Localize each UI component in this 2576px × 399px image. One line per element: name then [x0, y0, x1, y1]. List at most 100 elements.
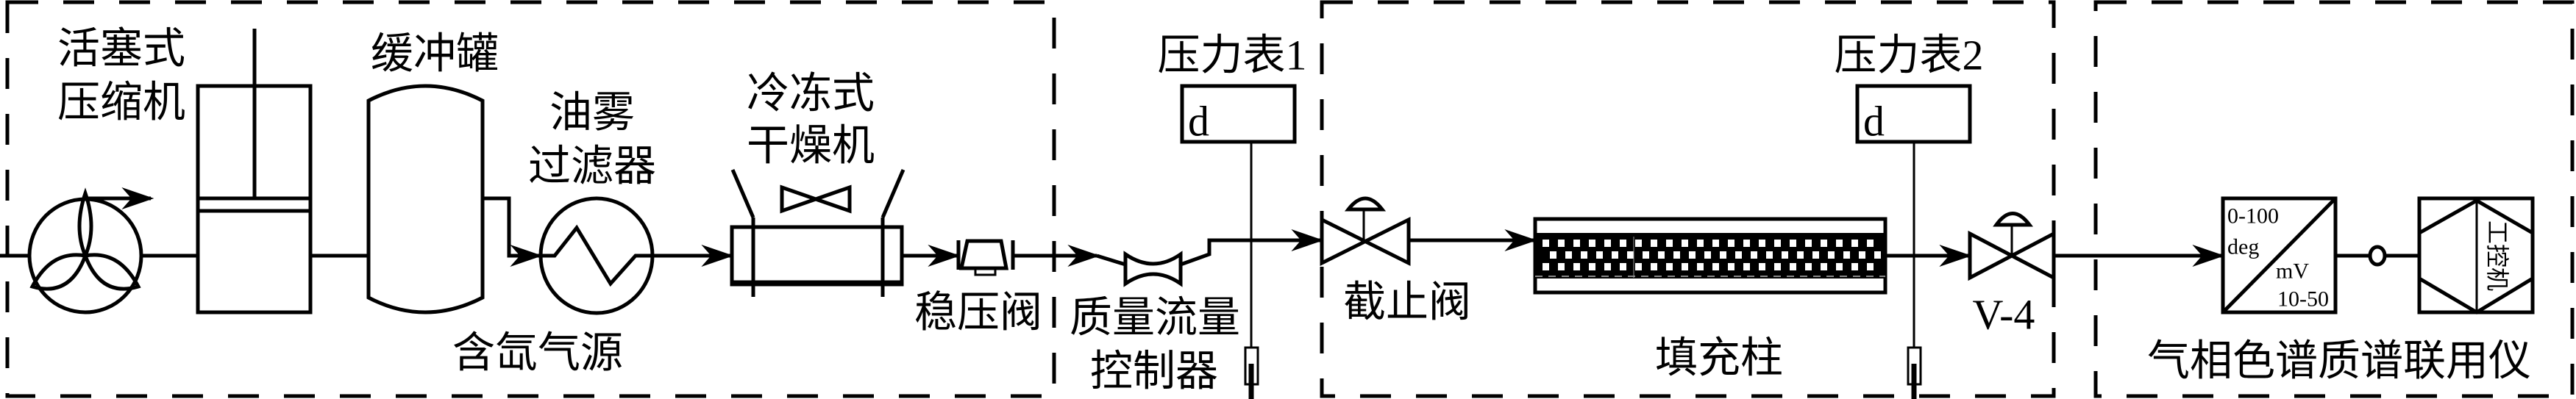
- packing-square: [1790, 240, 1796, 247]
- packing-square: [1620, 263, 1626, 270]
- compressor-fan-icon: [27, 187, 154, 314]
- packing-square: [1658, 251, 1665, 259]
- stop-valve-label: 截止阀: [1343, 278, 1471, 326]
- packing-square: [1821, 240, 1827, 247]
- signal-converter: 0-100 deg mV 10-50: [2221, 196, 2338, 314]
- buffer-tank: [366, 84, 485, 314]
- packing-square: [1604, 263, 1611, 270]
- mfc-label-line2: 控制器: [1090, 348, 1218, 395]
- packing-square: [1558, 263, 1565, 270]
- packing-square: [1851, 263, 1858, 270]
- ipc-label: 工控机: [2484, 220, 2511, 291]
- packing-square: [1612, 251, 1618, 259]
- packing-square: [1573, 240, 1580, 247]
- packed-column: [1533, 217, 1887, 295]
- converter-in-unit: deg: [2227, 235, 2259, 259]
- packing-square: [1635, 240, 1642, 247]
- mfc-label-line1: 质量流量: [1070, 294, 1240, 342]
- gauge1-symbol: d: [1188, 98, 1209, 145]
- packing-square: [1581, 251, 1587, 259]
- section-analysis-border: [2093, 0, 2575, 398]
- gauge2-symbol: d: [1863, 98, 1885, 145]
- packing-square: [1867, 240, 1874, 247]
- oil-mist-filter-label-line2: 过滤器: [528, 143, 656, 190]
- packing-square: [1589, 263, 1595, 270]
- packing-square: [1759, 240, 1765, 247]
- packing-square: [1651, 240, 1657, 247]
- packing-square: [1550, 251, 1556, 259]
- pressure-regulator-label: 稳压阀: [914, 289, 1042, 337]
- analysis-title: 气相色谱质谱联用仪: [2147, 337, 2531, 385]
- packing-square: [1596, 251, 1603, 259]
- compressor-label-line2: 压缩机: [57, 79, 185, 126]
- pressure-gauge-2: d: [1855, 84, 1972, 399]
- packing-square: [1751, 251, 1757, 259]
- packing-square: [1682, 240, 1688, 247]
- industrial-computer: 工控机: [2417, 196, 2535, 314]
- packing-square: [1805, 240, 1812, 247]
- packing-square: [1774, 240, 1781, 247]
- packing-square: [1743, 263, 1750, 270]
- packing-square: [1867, 263, 1874, 270]
- packing-square: [1797, 251, 1804, 259]
- converter-in-range: 0-100: [2227, 204, 2279, 229]
- stop-valve: [1320, 196, 1411, 267]
- packing-square: [1589, 240, 1595, 247]
- valve-v4-label: V-4: [1973, 291, 2035, 339]
- compressor-label-line1: 活塞式: [57, 25, 185, 73]
- packing-square: [1635, 263, 1642, 270]
- mass-flow-controller: [1123, 251, 1183, 287]
- packing-square: [1620, 240, 1626, 247]
- packing-square: [1673, 251, 1680, 259]
- section-gas-source-border: [5, 0, 1056, 398]
- converter-out-unit: mV: [2276, 259, 2309, 284]
- pipeline: [0, 196, 2419, 267]
- connector-node-icon: [2368, 245, 2387, 267]
- piston-cylinder: [196, 29, 313, 314]
- packing-square: [1851, 240, 1858, 247]
- packing-square: [1543, 263, 1549, 270]
- packing-square: [1643, 251, 1649, 259]
- dryer-label-line1: 冷冻式: [747, 70, 875, 118]
- oil-mist-filter: [538, 196, 655, 315]
- packing-square: [1651, 263, 1657, 270]
- packing-square: [1812, 251, 1819, 259]
- gas-source-title: 含氙气源: [452, 329, 623, 377]
- packing-square: [1843, 251, 1850, 259]
- packing-square: [1859, 251, 1865, 259]
- packing-square: [1666, 240, 1673, 247]
- packing-square: [1627, 251, 1634, 259]
- packing-square: [1573, 263, 1580, 270]
- packing-square: [1836, 240, 1843, 247]
- packing-square: [1543, 240, 1549, 247]
- packing-square: [1604, 240, 1611, 247]
- packed-column-label: 填充柱: [1655, 334, 1783, 382]
- packing-square: [1743, 240, 1750, 247]
- valve-v4: [1968, 212, 2056, 281]
- packing-square: [1821, 263, 1827, 270]
- packing-square: [1782, 251, 1788, 259]
- packing-square: [1697, 263, 1704, 270]
- gauge2-label: 压力表2: [1834, 32, 1983, 79]
- packing-square: [1689, 251, 1696, 259]
- packing-square: [1759, 263, 1765, 270]
- buffer-tank-label: 缓冲罐: [371, 30, 499, 78]
- column-packing: [1543, 240, 1881, 270]
- packing-square: [1836, 263, 1843, 270]
- packing-square: [1728, 240, 1734, 247]
- pressure-regulator: [956, 239, 1015, 276]
- packing-square: [1735, 251, 1742, 259]
- packing-square: [1565, 251, 1572, 259]
- packing-square: [1697, 240, 1704, 247]
- section-column-border: [1320, 0, 2056, 398]
- gauge1-label: 压力表1: [1157, 32, 1306, 79]
- packing-square: [1666, 263, 1673, 270]
- packing-square: [1720, 251, 1726, 259]
- packing-square: [1682, 263, 1688, 270]
- pressure-gauge-1: d: [1180, 84, 1297, 399]
- converter-out-range: 10-50: [2277, 287, 2329, 312]
- packing-square: [1704, 251, 1711, 259]
- packing-square: [1874, 251, 1881, 259]
- packing-square: [1790, 263, 1796, 270]
